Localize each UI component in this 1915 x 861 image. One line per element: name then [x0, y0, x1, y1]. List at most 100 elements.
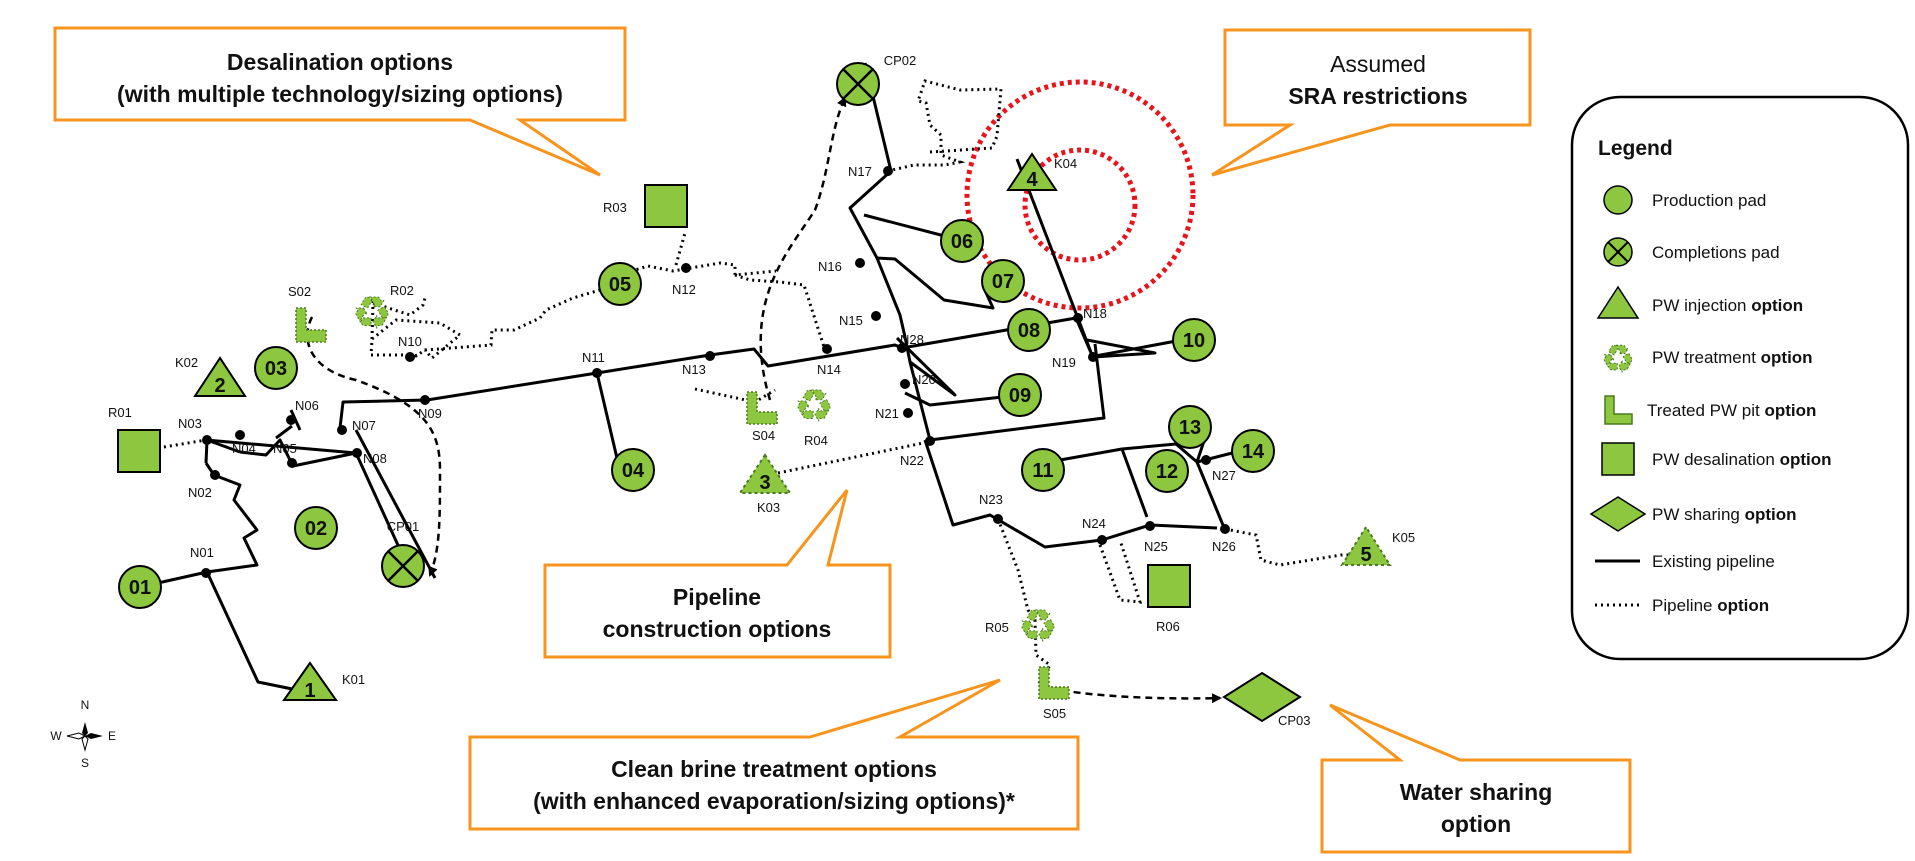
svg-text:09: 09	[1009, 385, 1031, 407]
node-N19	[1088, 352, 1098, 362]
node-label: N06	[295, 398, 319, 413]
node-N10	[405, 352, 415, 362]
legend-treatment: PW treatment option	[1652, 348, 1813, 367]
treatment-site-R05: ♻ R05	[985, 602, 1058, 652]
node-labels: N01 N02 N03 N04 N05 N06 N07 N08 N09 N10 …	[178, 164, 1236, 560]
svg-text:2: 2	[214, 375, 225, 397]
svg-text:K05: K05	[1392, 530, 1415, 545]
node-label: N26	[1212, 539, 1236, 554]
legend-injection: PW injection option	[1652, 296, 1803, 315]
injection-sites: 1 K01 2 K02 3 K03 4 K04 5 K05	[175, 152, 1415, 702]
svg-text:02: 02	[305, 518, 327, 540]
node-label: N15	[839, 313, 863, 328]
production-pad-08: 08	[1007, 308, 1051, 352]
desalination-sites: R01 R03 R06	[108, 184, 1191, 634]
node-N11	[592, 368, 602, 378]
legend-existing: Existing pipeline	[1652, 552, 1775, 571]
injection-site-K03: 3 K03	[738, 453, 792, 515]
callout-pipeline: Pipeline construction options	[543, 489, 892, 659]
node-label: N03	[178, 416, 202, 431]
injection-site-K01: 1 K01	[282, 661, 365, 702]
compass-rose: N S E W	[50, 698, 116, 770]
node-N22	[925, 436, 935, 446]
svg-text:01: 01	[129, 577, 151, 599]
callout-desalination-line1: Desalination options	[227, 49, 453, 75]
production-pad-10: 10	[1172, 318, 1216, 362]
callout-sharing: Water sharing option	[1320, 703, 1632, 854]
svg-text:04: 04	[622, 460, 645, 482]
node-label: N16	[818, 259, 842, 274]
node-label: N12	[672, 282, 696, 297]
svg-text:S: S	[81, 756, 89, 770]
completions-pad-CP02: CP02	[836, 53, 916, 106]
production-pad-07: 07	[981, 259, 1025, 303]
svg-text:4: 4	[1026, 169, 1038, 191]
node-label: N11	[582, 350, 605, 365]
callout-sharing-line2: option	[1441, 811, 1511, 837]
svg-text:R06: R06	[1156, 619, 1180, 634]
injection-site-K04: 4 K04	[1006, 152, 1077, 191]
callout-sharing-line1: Water sharing	[1400, 779, 1553, 805]
svg-text:N: N	[81, 698, 90, 712]
node-N15	[871, 311, 881, 321]
node-label: N23	[979, 492, 1003, 507]
node-label: N20	[912, 372, 936, 387]
production-pad-14: 14	[1231, 429, 1275, 473]
node-N17	[883, 166, 893, 176]
node-label: N02	[188, 485, 212, 500]
production-pad-06: 06	[940, 219, 984, 263]
svg-text:1: 1	[304, 680, 315, 702]
svg-text:♻: ♻	[1601, 339, 1635, 381]
node-label: N13	[682, 362, 706, 377]
node-label: N19	[1052, 355, 1076, 370]
legend-sharing: PW sharing option	[1652, 505, 1797, 524]
injection-site-K05: 5 K05	[1340, 525, 1415, 566]
node-label: N22	[900, 453, 924, 468]
node-N03	[202, 435, 212, 445]
node-label: N25	[1144, 539, 1168, 554]
svg-text:R01: R01	[108, 405, 132, 420]
callout-brine-line1: Clean brine treatment options	[611, 756, 937, 782]
svg-text:E: E	[108, 729, 116, 743]
callout-desalination-line2: (with multiple technology/sizing options…	[117, 81, 563, 107]
production-pads: 01 02 03 04 05 06 07 08 09 10 11 12 13 1…	[118, 219, 1275, 609]
node-N02	[210, 470, 220, 480]
legend-production-pad: Production pad	[1652, 191, 1766, 210]
desalination-site-R06: R06	[1147, 564, 1191, 634]
svg-text:S05: S05	[1043, 706, 1066, 721]
sra-outer-circle	[964, 79, 1196, 311]
pit-S04: S04	[746, 391, 778, 443]
svg-text:R02: R02	[390, 283, 414, 298]
legend: Legend Production pad Completions pad PW…	[1570, 95, 1910, 661]
node-N16	[855, 258, 865, 268]
production-pad-09: 09	[998, 373, 1042, 417]
node-N06	[286, 415, 296, 425]
svg-text:07: 07	[992, 271, 1014, 293]
svg-text:12: 12	[1156, 461, 1178, 483]
svg-text:11: 11	[1032, 460, 1053, 482]
node-label: N04	[232, 441, 256, 456]
svg-text:S04: S04	[752, 428, 775, 443]
node-N28	[897, 343, 907, 353]
legend-option: Pipeline option	[1652, 596, 1769, 615]
svg-text:08: 08	[1018, 320, 1040, 342]
svg-text:14: 14	[1242, 441, 1265, 463]
node-N20	[900, 379, 910, 389]
node-N01	[201, 568, 211, 578]
node-N04	[235, 430, 245, 440]
injection-site-K02: 2 K02	[175, 355, 247, 397]
node-N21	[903, 408, 913, 418]
completions-pad-CP01: CP01	[381, 519, 425, 588]
desalination-site-R01: R01	[108, 405, 161, 473]
svg-text:13: 13	[1179, 417, 1201, 439]
callout-sra: Assumed SRA restrictions	[1211, 28, 1532, 177]
svg-text:03: 03	[265, 358, 287, 380]
legend-pit: Treated PW pit option	[1647, 401, 1816, 420]
node-label: N08	[363, 451, 387, 466]
node-N23	[993, 514, 1003, 524]
svg-text:K01: K01	[342, 672, 365, 687]
recycle-icon: ♻	[1018, 602, 1057, 651]
recycle-icon: ♻	[352, 289, 391, 338]
node-label: N01	[190, 545, 214, 560]
node-N18	[1073, 313, 1083, 323]
